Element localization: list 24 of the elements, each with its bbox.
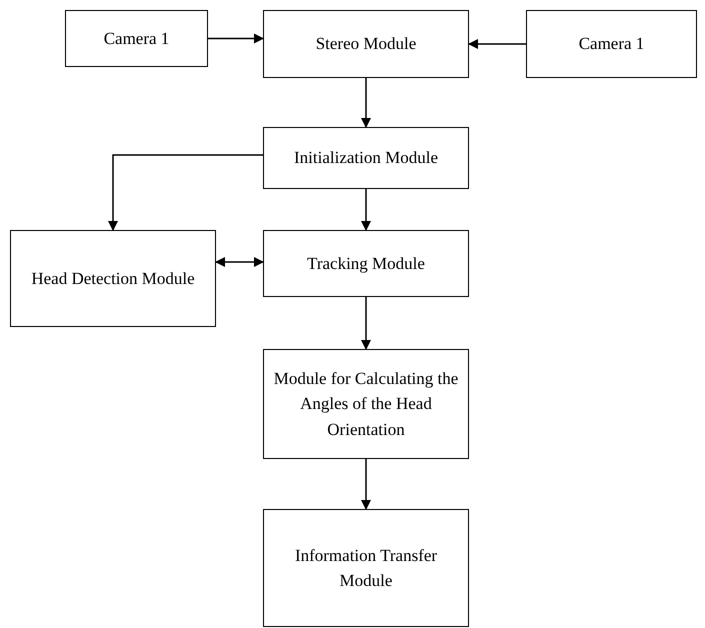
arrow — [208, 34, 264, 44]
box-label: Module for Calculating the Angles of the Head Orientation — [272, 368, 460, 441]
arrow — [361, 459, 371, 510]
box-label: Information Transfer Module — [294, 544, 438, 592]
box-label: Stereo Module — [316, 33, 416, 56]
arrow — [108, 154, 263, 231]
box-label: Camera 1 — [578, 33, 644, 56]
box-label: Tracking Module — [307, 252, 425, 275]
process-box — [263, 230, 469, 297]
box-label: Camera 1 — [104, 28, 170, 50]
arrow — [361, 78, 371, 128]
process-box — [263, 10, 469, 78]
process-box — [263, 127, 469, 189]
box-label: Head Detection Module — [31, 268, 195, 290]
arrow — [361, 189, 371, 231]
arrow — [468, 39, 526, 49]
process-box — [263, 509, 469, 627]
process-box — [10, 230, 216, 327]
arrow — [215, 257, 264, 267]
process-box — [526, 10, 697, 78]
process-box — [263, 349, 469, 459]
box-label: Initialization Module — [294, 147, 438, 170]
process-box — [65, 10, 208, 67]
arrow — [361, 297, 371, 350]
